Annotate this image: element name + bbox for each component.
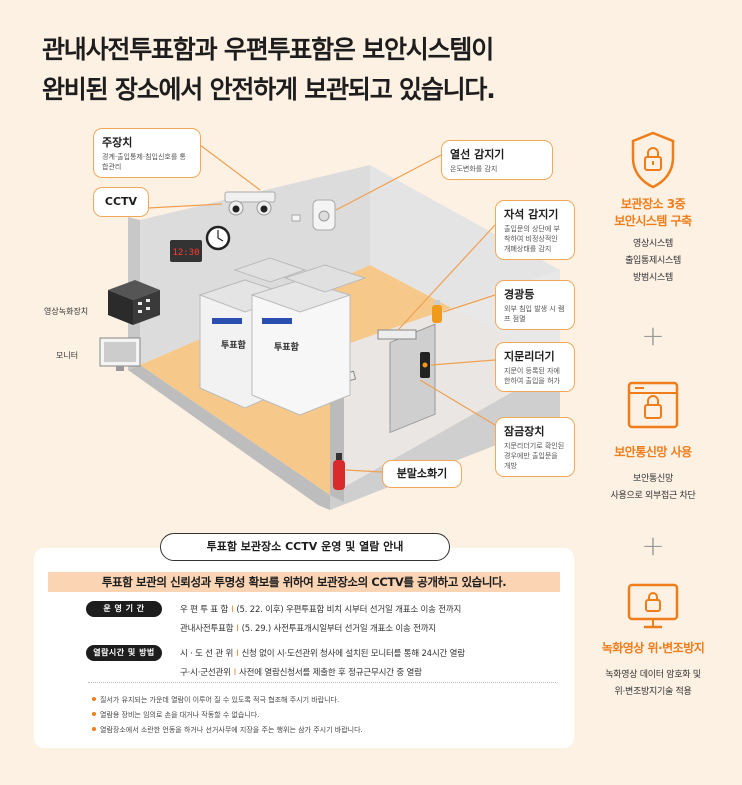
callout-warning-title: 경광등 xyxy=(504,288,535,301)
callout-lock-desc: 지문리더기로 확인된 경우에만 출입문을 개방 xyxy=(504,442,565,470)
callout-extinguisher-title: 분말소화기 xyxy=(396,467,448,480)
feature-3-desc-line2: 위·변조방지기술 적용 xyxy=(614,687,692,697)
operation-postal-key: 우 편 투 표 함 xyxy=(180,605,229,615)
monitor-lock-icon xyxy=(627,583,679,629)
callout-finger-title: 지문리더기 xyxy=(504,350,555,363)
row-separator: I xyxy=(236,649,239,659)
row-separator: I xyxy=(233,668,237,678)
note-item-3: 열람장소에서 소란한 언동을 하거나 선거사무에 지장을 주는 행위는 삼가 주… xyxy=(92,725,363,735)
shield-lock-icon xyxy=(631,131,675,189)
callout-cctv-title: CCTV xyxy=(104,195,138,208)
callout-finger-desc: 지문이 등록된 자에 한하여 출입을 허가 xyxy=(504,367,560,385)
callout-warning-light: 경광등 외부 침입 발생 시 램프 점멸 xyxy=(495,280,575,330)
callout-master-unit: 주장치 경계·출입통제·침입신호를 통합관리 xyxy=(93,128,201,178)
callout-lock-title: 잠금장치 xyxy=(504,425,545,438)
feature-1-title-line1: 보관장소 3중 xyxy=(620,197,686,211)
heat-sensor-device xyxy=(291,199,336,231)
notice-divider xyxy=(88,682,556,683)
digital-clock-digits: 12:30 xyxy=(172,248,199,258)
feature-secure-network: 보안통신망 사용 보안통신망 사용으로 외부접근 차단 xyxy=(588,380,718,505)
viewing-district-value: 사전에 열람신청서를 제출한 후 정규근무시간 중 열람 xyxy=(239,668,422,678)
row-separator: I xyxy=(231,605,234,615)
operation-early-key: 관내사전투표함 xyxy=(180,624,234,634)
feature-1-desc-line2: 출입통제시스템 xyxy=(625,256,681,266)
feature-1-desc-line3: 방범시스템 xyxy=(633,273,673,283)
feature-2-desc-line1: 보안통신망 xyxy=(633,474,673,484)
callout-magnet-desc: 출입문의 상단에 부착하여 비정상적인 개폐상태를 감지 xyxy=(504,225,560,253)
fire-extinguisher-device xyxy=(333,453,345,490)
monitor-device xyxy=(99,337,141,371)
note-item-2: 열람용 장비는 임의로 손을 대거나 작동할 수 없습니다. xyxy=(92,710,259,720)
feature-2-title: 보안통신망 사용 xyxy=(614,445,692,459)
callout-warning-desc: 외부 침입 발생 시 램프 점멸 xyxy=(504,305,565,323)
page-headline: 관내사전투표함과 우편투표함은 보안시스템이 완비된 장소에서 안전하게 보관되… xyxy=(42,30,496,110)
headline-line-1: 관내사전투표함과 우편투표함은 보안시스템이 xyxy=(42,35,494,64)
feature-1-title-line2: 보안시스템 구축 xyxy=(614,214,692,228)
callout-fire-extinguisher: 분말소화기 xyxy=(382,460,462,488)
row-separator: I xyxy=(236,624,239,634)
feature-3-title: 녹화영상 위·변조방지 xyxy=(601,641,705,655)
front-left-wall xyxy=(128,365,330,510)
plus-sign-1: + xyxy=(641,319,665,352)
room-illustration: 12:30 xyxy=(99,144,560,510)
feature-tamper-proof: 녹화영상 위·변조방지 녹화영상 데이터 암호화 및 위·변조방지기술 적용 xyxy=(588,582,718,701)
callout-fingerprint-reader: 지문리더기 지문이 등록된 자에 한하여 출입을 허가 xyxy=(495,342,575,392)
feature-triple-security: 보관장소 3중 보안시스템 구축 영상시스템 출입통제시스템 방범시스템 xyxy=(588,130,718,287)
tag-viewing-method: 열람시간 및 방법 xyxy=(86,645,162,661)
callout-magnet-sensor: 자석 감지기 출입문의 상단에 부착하여 비정상적인 개폐상태를 감지 xyxy=(495,200,575,260)
digital-clock xyxy=(170,240,202,262)
notice-highlight-band: 투표함 보관의 신뢰성과 투명성 확보를 위하여 보관장소의 CCTV를 공개하… xyxy=(48,572,560,592)
operation-early-value: (5. 29.) 사전투표개시일부터 선거일 개표소 이송 전까지 xyxy=(241,624,436,634)
plus-sign-2: + xyxy=(641,529,665,562)
callout-master-title: 주장치 xyxy=(102,136,133,149)
ballot-boxes: 투표함 투표함 xyxy=(198,257,367,416)
callout-lock: 잠금장치 지문리더기로 확인된 경우에만 출입문을 개방 xyxy=(495,417,575,477)
callout-heat-title: 열선 감지기 xyxy=(450,148,505,161)
ballot-box-label-2: 투표함 xyxy=(274,341,300,353)
warning-light-device xyxy=(432,300,442,323)
tag-operation-period: 운 영 기 간 xyxy=(86,601,162,617)
label-monitor: 모니터 xyxy=(56,351,79,360)
operation-postal-value: (5. 22. 이후) 우편투표함 비치 시부터 선거일 개표소 이송 전까지 xyxy=(236,605,462,615)
feature-1-desc-line1: 영상시스템 xyxy=(633,239,673,249)
feature-2-desc-line2: 사용으로 외부접근 차단 xyxy=(610,491,696,501)
browser-lock-icon xyxy=(627,381,679,429)
callout-magnet-title: 자석 감지기 xyxy=(504,208,559,221)
viewing-district-key: 구·시·군선관위 xyxy=(180,668,231,678)
callout-cctv: CCTV xyxy=(93,187,149,217)
feature-3-desc-line1: 녹화영상 데이터 암호화 및 xyxy=(605,670,701,680)
door xyxy=(389,323,436,434)
magnet-sensor-device xyxy=(377,329,417,340)
headline-line-2: 완비된 장소에서 안전하게 보관되고 있습니다. xyxy=(42,75,496,104)
ballot-box-label-1: 투표함 xyxy=(221,339,247,351)
video-recorder-device xyxy=(108,280,160,325)
callout-heat-sensor: 열선 감지기 온도변화를 감지 xyxy=(441,140,553,180)
callout-master-desc: 경계·출입통제·침입신호를 통합관리 xyxy=(102,153,186,171)
label-recorder: 영상녹화장치 xyxy=(44,307,89,316)
viewing-province-key: 시 · 도 선 관 위 xyxy=(180,649,234,659)
note-item-1: 질서가 유지되는 가운데 열람이 이루어 질 수 있도록 적극 협조해 주시기 … xyxy=(92,695,339,705)
viewing-province-value: 신청 없이 시·도선관위 청사에 설치된 모니터를 통해 24시간 열람 xyxy=(241,649,465,659)
storage-room-diagram: 12:30 xyxy=(0,120,590,530)
callout-heat-desc: 온도변화를 감지 xyxy=(450,165,498,173)
cctv-cameras xyxy=(224,191,276,216)
notice-title-pill: 투표함 보관장소 CCTV 운영 및 열람 안내 xyxy=(160,533,450,561)
